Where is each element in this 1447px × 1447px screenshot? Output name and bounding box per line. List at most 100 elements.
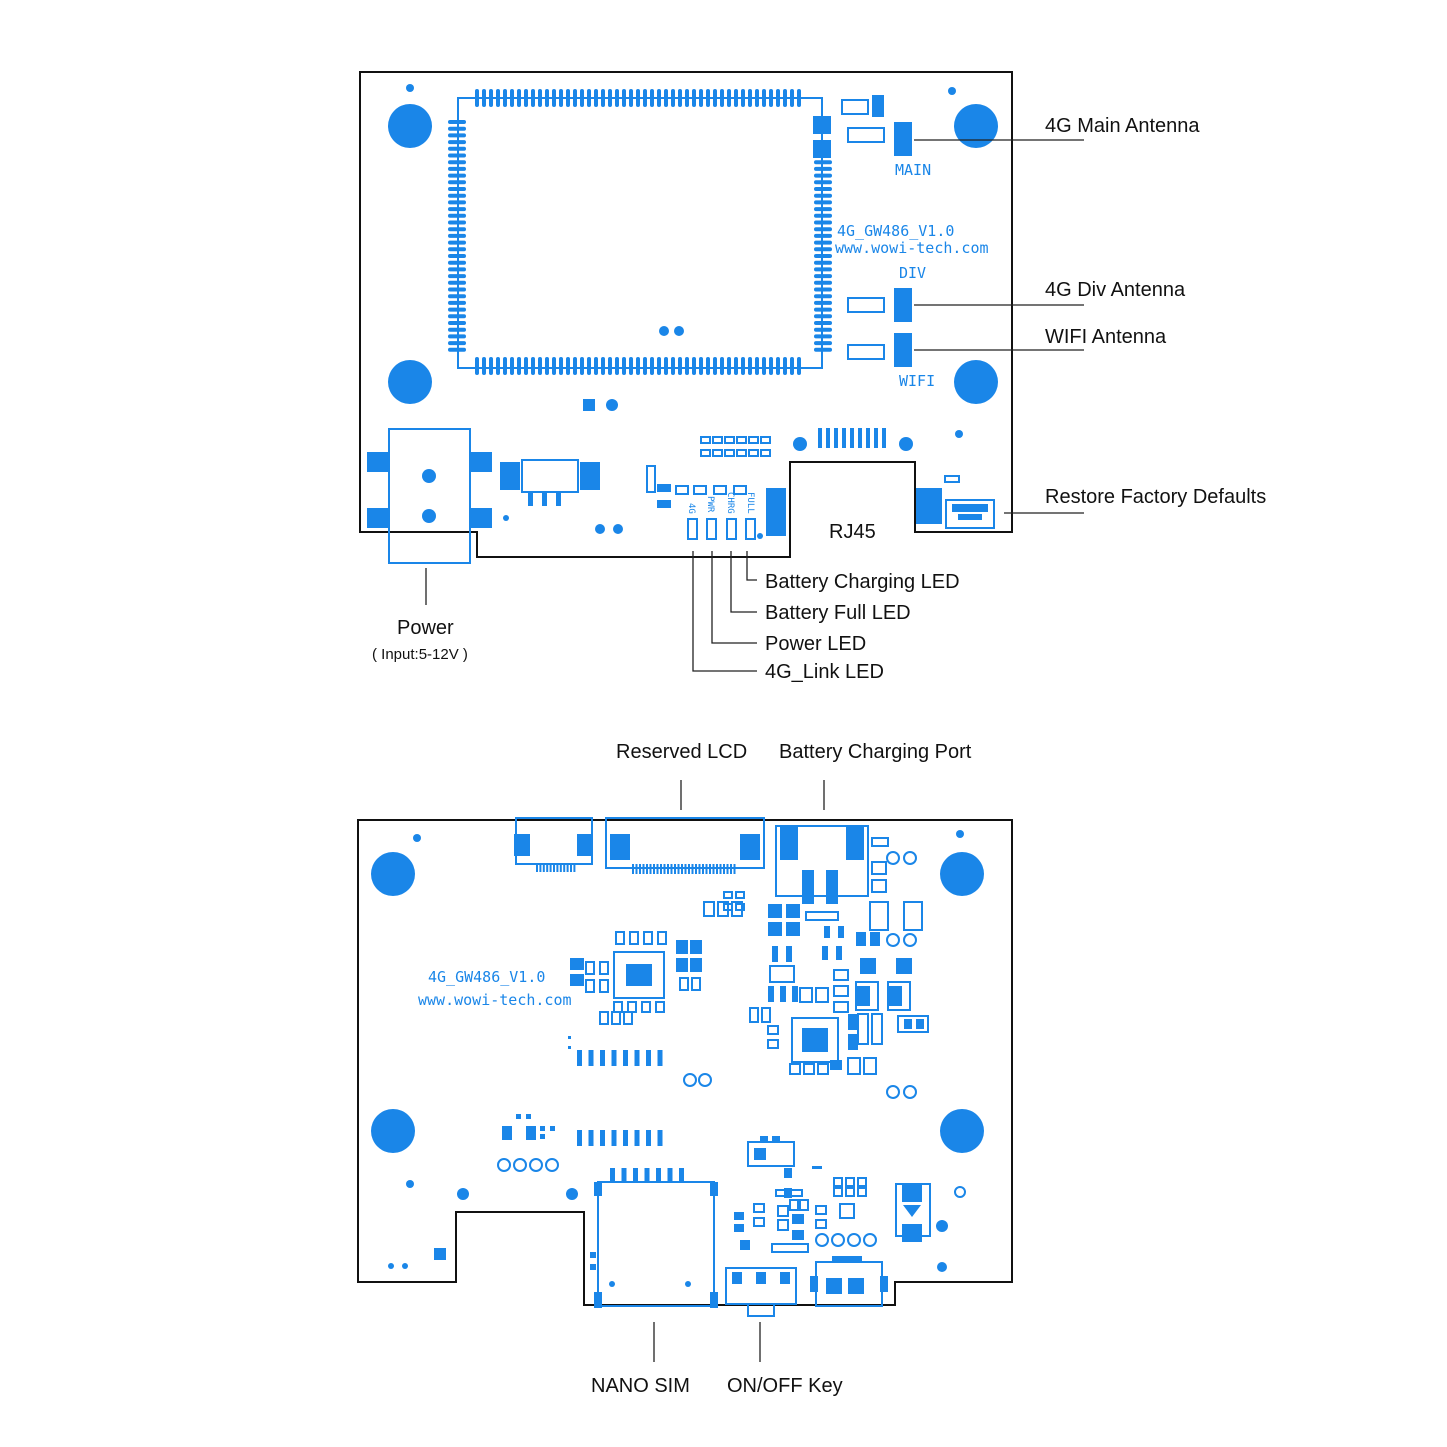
smd-pad xyxy=(448,180,466,185)
smd-pad xyxy=(735,891,745,899)
lcd-connector-reserved xyxy=(605,817,765,874)
smd-pad xyxy=(639,864,641,874)
smd-pad xyxy=(475,357,479,375)
smd-pad xyxy=(720,89,724,107)
smd-pad xyxy=(860,958,876,974)
smd-pad xyxy=(790,357,794,375)
smd-pad xyxy=(814,220,832,225)
lte-module-pads-left xyxy=(448,120,466,352)
smd-pad xyxy=(448,213,466,218)
fiducial xyxy=(659,326,669,336)
smd-pad xyxy=(814,314,832,319)
smd-pad xyxy=(833,1187,843,1197)
smd-pad xyxy=(629,931,639,945)
via xyxy=(954,1186,966,1198)
smd-pad xyxy=(857,1013,869,1045)
smd-pad xyxy=(771,1243,809,1253)
smd-pad xyxy=(814,260,832,265)
smd-pad xyxy=(786,922,800,936)
smd-pad xyxy=(524,357,528,375)
smd-pad xyxy=(656,1168,661,1182)
mounting-hole xyxy=(954,360,998,404)
smd-pad xyxy=(448,160,466,165)
smd-pad xyxy=(601,357,605,375)
smd-pad xyxy=(590,1252,596,1258)
smd-pad xyxy=(566,864,569,872)
smd-pad xyxy=(772,1136,780,1142)
smd-pad xyxy=(542,864,545,872)
smd-pad xyxy=(857,1177,867,1187)
smd-pad xyxy=(482,89,486,107)
smd-pad xyxy=(588,1050,594,1066)
smd-pad xyxy=(834,428,838,448)
via xyxy=(936,1220,948,1232)
smd-pad xyxy=(448,193,466,198)
via xyxy=(388,1263,394,1269)
smd-pad xyxy=(850,428,854,448)
smd-pad xyxy=(797,89,801,107)
smd-pad xyxy=(585,979,595,993)
via xyxy=(406,84,414,92)
bottom-model-label: 4G_GW486_V1.0 xyxy=(428,968,545,986)
smd-pad xyxy=(566,89,570,107)
smd-pad xyxy=(448,307,466,312)
smd-pad xyxy=(735,903,745,911)
smd-pad xyxy=(814,307,832,312)
smd-pad xyxy=(712,864,715,874)
smd-pad xyxy=(497,1158,511,1172)
smd-pad xyxy=(814,233,832,238)
smd-pad xyxy=(803,1063,815,1075)
smd-pad xyxy=(792,1230,804,1240)
smd-pad xyxy=(791,1017,839,1063)
smd-pad xyxy=(556,864,559,872)
smd-pad xyxy=(685,357,689,375)
smd-pad xyxy=(897,1015,929,1033)
bottom-url-label: www.wowi-tech.com xyxy=(418,991,572,1009)
smd-pad xyxy=(698,864,701,874)
lte-module-pads-top xyxy=(475,89,801,107)
smd-pad xyxy=(768,904,782,918)
smd-pad xyxy=(814,254,832,258)
smd-pad xyxy=(740,1240,750,1250)
smd-pad xyxy=(629,89,633,107)
smd-pad xyxy=(503,89,507,107)
smd-pad xyxy=(634,1130,640,1146)
lcd-connector-small xyxy=(514,817,593,872)
via xyxy=(955,430,963,438)
voltage-regulator xyxy=(500,459,623,534)
mounting-hole xyxy=(371,1109,415,1153)
smd-pad xyxy=(713,485,727,495)
smd-pad xyxy=(675,485,689,495)
smd-pad xyxy=(716,864,718,874)
svg-text:DIV: DIV xyxy=(899,264,926,282)
smd-pad xyxy=(552,89,556,107)
smd-pad xyxy=(799,987,813,1003)
smd-pad xyxy=(748,89,752,107)
smd-pad xyxy=(903,1085,917,1099)
smd-pad xyxy=(863,1233,877,1247)
top-model-label: 4G_GW486_V1.0 xyxy=(837,222,954,240)
smd-pad xyxy=(539,864,542,872)
smd-pad xyxy=(510,357,514,375)
smd-pad xyxy=(882,428,886,448)
smd-pad xyxy=(780,986,786,1002)
smd-pad xyxy=(858,428,862,448)
smd-pad xyxy=(815,1233,829,1247)
svg-text:PWR: PWR xyxy=(705,496,715,513)
smd-pad xyxy=(724,436,735,444)
smd-pad xyxy=(633,1168,638,1182)
on-off-key-label: ON/OFF Key xyxy=(727,1375,843,1397)
smd-pad xyxy=(632,864,634,874)
smd-pad xyxy=(566,357,570,375)
smd-pad xyxy=(531,89,535,107)
smd-pad xyxy=(777,1205,789,1217)
smd-pad xyxy=(677,864,680,874)
smd-pad xyxy=(903,851,917,865)
smd-pad xyxy=(627,1001,637,1013)
smd-pad xyxy=(874,428,878,448)
smd-pad xyxy=(814,294,832,299)
smd-pad xyxy=(824,926,830,938)
smd-pad xyxy=(649,864,652,874)
smd-pad xyxy=(563,864,566,872)
